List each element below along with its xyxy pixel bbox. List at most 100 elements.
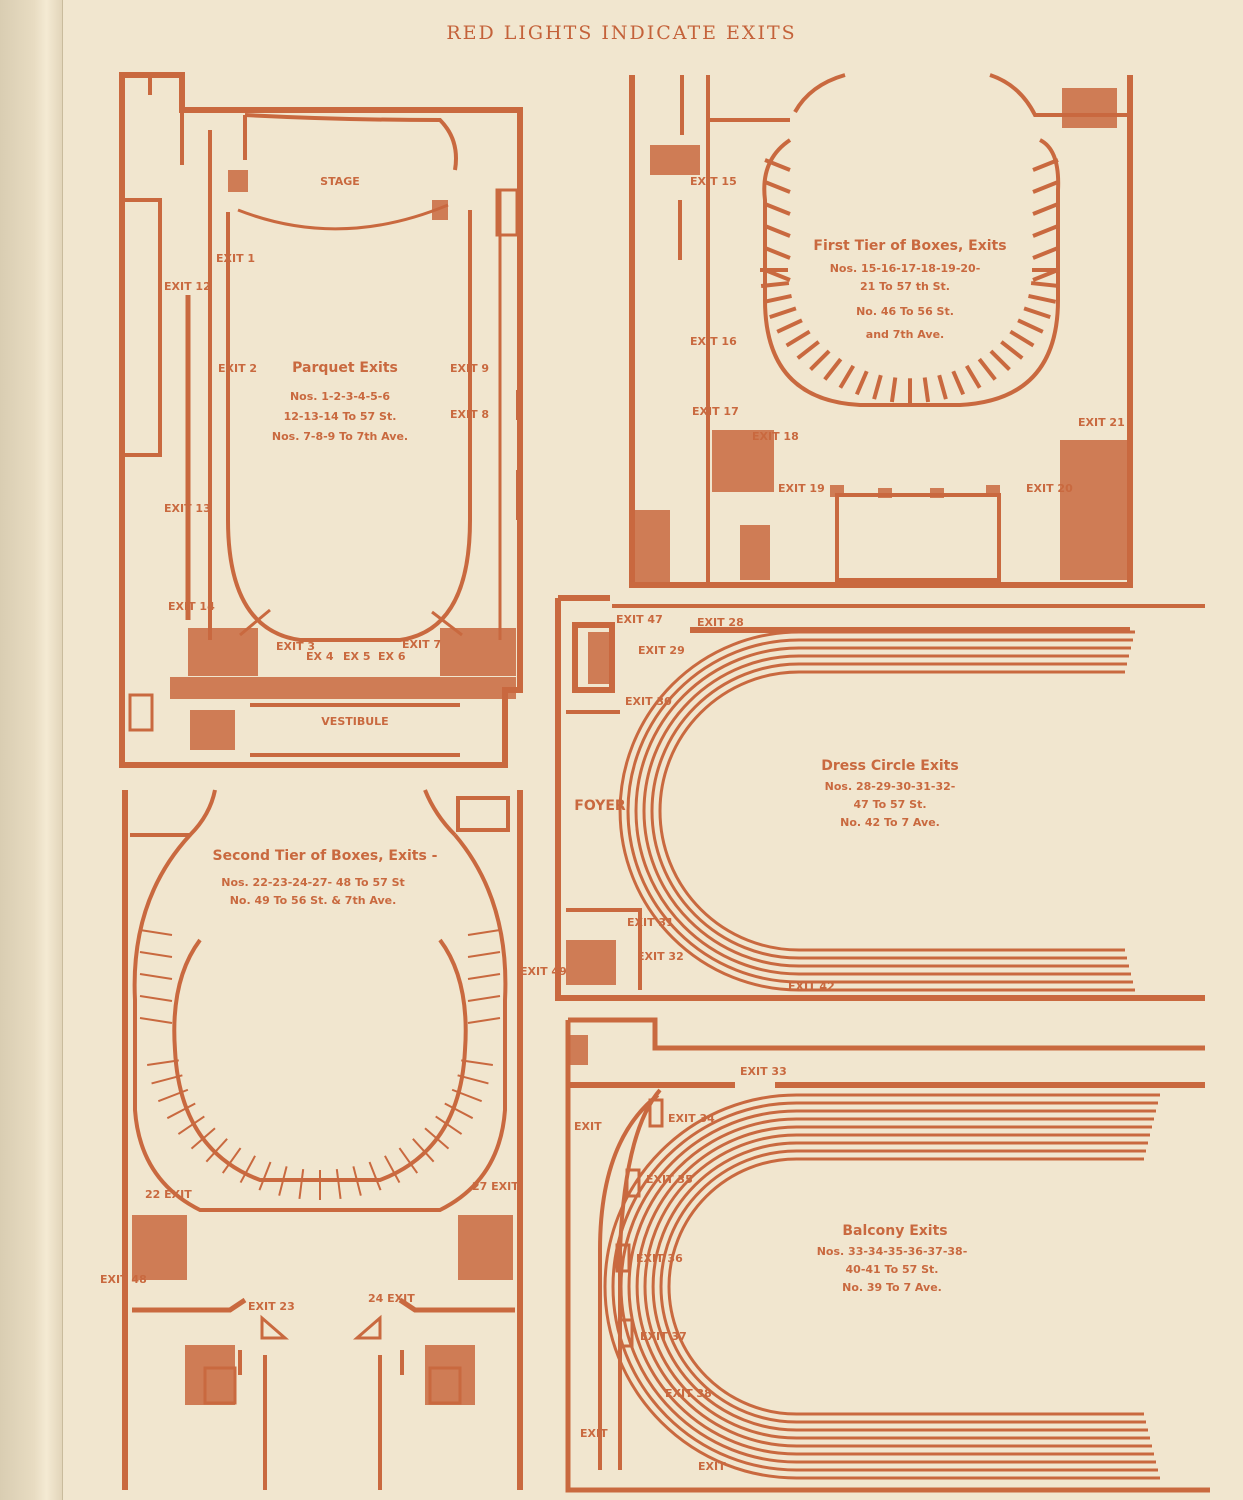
box-partition [769,306,797,320]
box-partition [258,1161,272,1191]
second-tier-line-2: No. 49 To 56 St. & 7th Ave. [230,894,397,907]
box-partition [352,1166,362,1196]
box-partition [205,1138,228,1163]
balcony-row [651,1141,1148,1432]
dress-circle-exit-28: EXIT 28 [697,616,744,629]
stage-label: STAGE [320,175,360,188]
parquet-line-2: 12-13-14 To 57 St. [284,410,397,423]
box-partition [1032,224,1059,238]
dress-circle-exit-42: EXIT 42 [788,980,835,993]
balcony-line-1: Nos. 33-34-35-36-37-38- [817,1245,968,1258]
box-partition [221,1147,242,1174]
first-tier-line-1: Nos. 15-16-17-18-19-20- [830,262,981,275]
box-partition [467,951,501,958]
dress-circle-row [634,646,1131,976]
dress-circle-exit-31: EXIT 31 [627,916,674,929]
box-partition [764,180,791,194]
box-partition [1032,202,1059,216]
balcony-exit-41: EXIT [580,1427,608,1440]
box-partition [889,377,898,403]
balcony-exit-39: EXIT [698,1460,726,1473]
dress-circle-row [626,638,1133,984]
box-partition [398,1147,419,1174]
balcony-row [611,1101,1158,1472]
dress-circle-row [618,630,1135,992]
parquet-exit-7: EXIT 7 [402,638,441,651]
box-partition [444,1102,474,1120]
parquet-plan: STAGE VESTIBULE Parquet Exits Nos. 1-2-3… [119,72,523,768]
parquet-exit-12: EXIT 12 [164,280,211,293]
first-tier-exit-15: EXIT 15 [690,175,737,188]
box-partition [147,1059,179,1067]
box-partition [760,281,790,289]
box-partition [157,1088,189,1103]
box-partition [139,951,173,958]
box-partition [764,268,791,282]
page-title: RED LIGHTS INDICATE EXITS [446,22,797,44]
parquet-exit-5: EX 5 [343,650,370,663]
first-tier-title: First Tier of Boxes, Exits [813,238,1006,254]
box-partition [1032,246,1059,260]
balcony-row [643,1133,1150,1440]
first-tier-exit-18: EXIT 18 [752,430,799,443]
dress-circle-exit-29: EXIT 29 [638,644,685,657]
balcony-exit-36: EXIT 36 [636,1252,683,1265]
balcony-row [627,1117,1154,1456]
dress-circle-exit-32: EXIT 32 [637,950,684,963]
box-partition [435,1115,463,1135]
parquet-exit-8: EXIT 8 [450,408,489,421]
box-partition [776,318,803,334]
second-tier-exit-27: 27 EXIT [472,1180,519,1193]
box-partition [298,1168,305,1200]
second-tier-exit-23: EXIT 23 [248,1300,295,1313]
balcony-exit-40: EXIT [574,1120,602,1133]
box-partition [1023,306,1051,320]
foyer-label: FOYER [574,798,626,814]
box-partition [1000,340,1024,360]
dress-circle-line-3: No. 42 To 7 Ave. [840,816,940,829]
box-partition [809,349,831,371]
parquet-title: Parquet Exits [292,360,398,376]
balcony-exit-37: EXIT 37 [640,1330,687,1343]
dress-circle-row [650,662,1127,960]
dress-circle-title: Dress Circle Exits [821,758,958,774]
box-partition [1030,281,1060,289]
box-partition [764,158,791,172]
second-tier-exit-24: 24 EXIT [368,1292,415,1305]
balcony-exit-34: EXIT 34 [668,1112,715,1125]
first-tier-line-4: and 7th Ave. [866,328,944,341]
box-partition [424,1127,450,1150]
box-partition [278,1166,288,1196]
dress-circle-exit-30: EXIT 30 [625,695,672,708]
balcony-title: Balcony Exits [842,1223,947,1239]
dress-circle-line-2: 47 To 57 St. [853,798,926,811]
box-partition [951,370,966,396]
parquet-line-1: Nos. 1-2-3-4-5-6 [290,390,390,403]
box-partition [764,246,791,260]
second-tier-title: Second Tier of Boxes, Exits - [212,848,437,864]
box-partition [467,973,501,980]
first-tier-exit-16: EXIT 16 [690,335,737,348]
box-partition [177,1115,205,1135]
binding-edge [0,0,63,1500]
second-tier-exit-22: 22 EXIT [145,1188,192,1201]
parquet-exit-13: EXIT 13 [164,502,211,515]
dress-circle-row [642,654,1129,968]
balcony-row [603,1093,1160,1480]
balcony-row [635,1125,1152,1448]
box-partition [467,995,501,1002]
dress-circle-line-1: Nos. 28-29-30-31-32- [825,780,956,793]
parquet-exit-6: EX 6 [378,650,406,663]
balcony-plan: Balcony Exits Nos. 33-34-35-36-37-38- 40… [565,1017,1210,1493]
box-partition [467,1017,501,1024]
box-partition [922,377,931,403]
box-partition [785,329,811,348]
second-tier-exit-48: EXIT 48 [100,1273,147,1286]
box-partition [1032,180,1059,194]
box-partition [764,224,791,238]
parquet-exit-2: EXIT 2 [218,362,257,375]
parquet-exit-9: EXIT 9 [450,362,489,375]
balcony-exit-38: EXIT 38 [665,1387,712,1400]
box-partition [139,1017,173,1024]
